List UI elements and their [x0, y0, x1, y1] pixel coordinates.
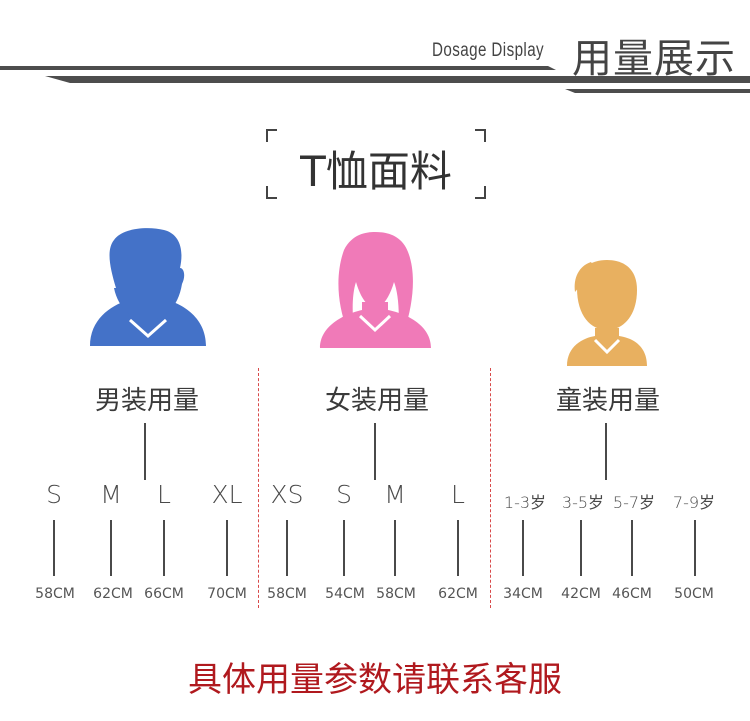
- fabric-title: T恤面料: [300, 147, 452, 196]
- size-value: 62CM: [438, 586, 478, 602]
- size-value: 62CM: [93, 586, 133, 602]
- size-value: 54CM: [325, 586, 365, 602]
- size-line: [226, 520, 228, 576]
- size-label: 7-9岁: [672, 493, 716, 512]
- size-line: [694, 520, 696, 576]
- women-group-title: 女装用量: [324, 386, 429, 416]
- size-label: XL: [211, 480, 243, 509]
- size-label: 1-3岁: [503, 493, 547, 512]
- size-value: 70CM: [207, 586, 247, 602]
- size-line: [580, 520, 582, 576]
- size-label: L: [157, 480, 171, 509]
- kids-group-title: 童装用量: [555, 386, 660, 416]
- size-line: [163, 520, 165, 576]
- male-avatar-icon: [90, 228, 206, 346]
- men-connector: [144, 423, 146, 480]
- size-line: [457, 520, 459, 576]
- child-avatar-icon: [567, 260, 647, 366]
- size-line: [343, 520, 345, 576]
- size-line: [522, 520, 524, 576]
- size-line: [631, 520, 633, 576]
- size-line: [394, 520, 396, 576]
- size-value: 42CM: [561, 586, 601, 602]
- title-brackets: [266, 129, 486, 199]
- size-value: 58CM: [267, 586, 307, 602]
- size-value: 50CM: [674, 586, 714, 602]
- header-lines: [0, 66, 750, 93]
- size-label: S: [46, 480, 62, 509]
- size-value: 46CM: [612, 586, 652, 602]
- size-label: XS: [270, 480, 304, 509]
- size-label: S: [336, 480, 352, 509]
- divider: [490, 368, 491, 608]
- female-avatar-icon: [320, 232, 431, 348]
- size-value: 34CM: [503, 586, 543, 602]
- size-label: M: [384, 480, 406, 509]
- divider: [258, 368, 259, 608]
- men-group-title: 男装用量: [94, 386, 199, 416]
- size-line: [110, 520, 112, 576]
- header-subtitle: Dosage Display: [432, 40, 545, 61]
- size-value: 58CM: [376, 586, 416, 602]
- size-value: 58CM: [35, 586, 75, 602]
- size-label: 5-7岁: [612, 493, 656, 512]
- size-line: [53, 520, 55, 576]
- kids-connector: [605, 423, 607, 480]
- size-label: L: [451, 480, 465, 509]
- footer-note: 具体用量参数请联系客服: [188, 660, 562, 700]
- header-title: 用量展示: [572, 36, 736, 82]
- size-label: 3-5岁: [561, 493, 605, 512]
- size-label: M: [100, 480, 122, 509]
- size-value: 66CM: [144, 586, 184, 602]
- size-line: [286, 520, 288, 576]
- women-connector: [374, 423, 376, 480]
